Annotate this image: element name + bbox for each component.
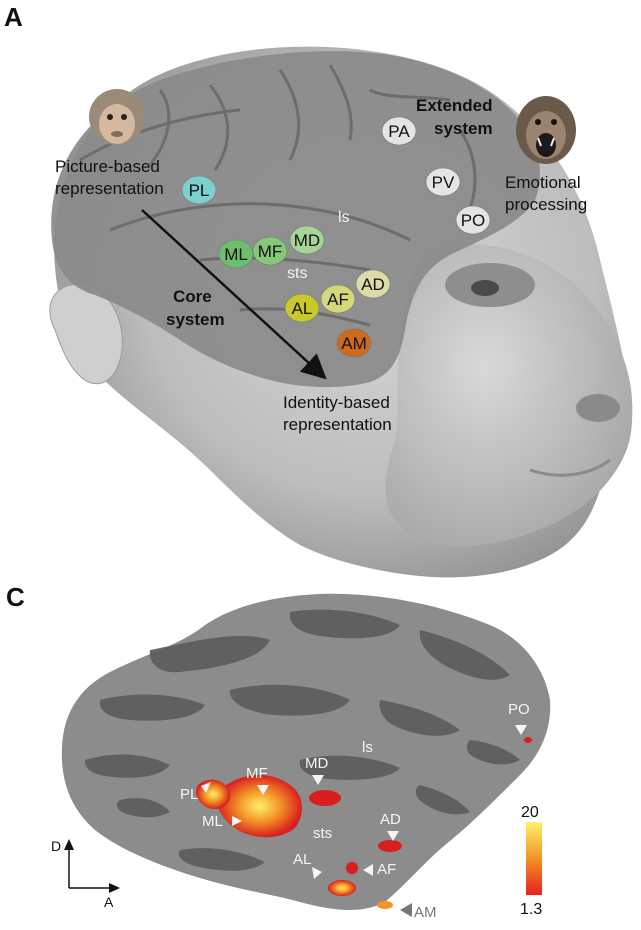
- panel-c: C: [6, 582, 551, 921]
- patch-po: PO: [455, 205, 491, 235]
- patch-am: AM: [336, 328, 372, 358]
- patch-al: AL: [284, 293, 320, 323]
- monkey-ear: [49, 283, 123, 385]
- panel-a-letter: A: [4, 2, 23, 32]
- patch-ad-label: AD: [361, 275, 385, 294]
- panel-c-letter: C: [6, 582, 25, 612]
- mouth: [529, 458, 611, 477]
- patch-af-ellipse: [320, 284, 356, 314]
- picture-based-label-line2: representation: [55, 179, 164, 198]
- label-al: AL: [293, 851, 311, 868]
- picture-based-label-line1: Picture-based: [55, 157, 160, 176]
- colorbar-min-label: 1.3: [520, 901, 542, 918]
- label-am-arrow: [400, 903, 412, 917]
- extended-system-label-line2: system: [434, 119, 493, 138]
- patch-af-label: AF: [327, 290, 349, 309]
- cortex-sulci: [84, 609, 520, 871]
- cortex-labels: PO ls MF MD PL ML sts AD AL AF: [180, 701, 530, 879]
- axis-d-label: D: [51, 838, 61, 854]
- eye: [471, 280, 499, 296]
- emotional-label-line2: processing: [505, 195, 587, 214]
- label-po-arrow: [515, 725, 527, 735]
- activation-al: [328, 880, 356, 896]
- orientation-axes: D A: [51, 838, 120, 910]
- label-ad: AD: [380, 811, 401, 828]
- colorbar-gradient: [526, 822, 542, 895]
- patch-md: MD: [289, 225, 325, 255]
- core-system-label-line1: Core: [173, 287, 212, 306]
- label-sts: sts: [313, 825, 332, 842]
- patch-ml-ellipse: [218, 239, 254, 269]
- label-al-arrow: [312, 867, 322, 879]
- patch-mf-ellipse: [252, 236, 288, 266]
- colorbar-max-label: 20: [521, 804, 539, 821]
- patch-pl-ellipse: [181, 175, 217, 205]
- label-ml-arrow: [232, 816, 242, 826]
- patch-pl-label: PL: [189, 181, 210, 200]
- core-system-label-line2: system: [166, 310, 225, 329]
- label-pl-arrow: [201, 782, 211, 793]
- patch-pv: PV: [425, 167, 461, 197]
- label-af-arrow: [363, 864, 373, 876]
- sulcus-sts-label: sts: [287, 265, 307, 282]
- activation-af: [346, 862, 358, 874]
- monkey-face: [385, 244, 633, 547]
- patch-pv-label: PV: [432, 173, 455, 192]
- patch-mf: MF: [252, 236, 288, 266]
- nose: [576, 394, 620, 422]
- identity-based-label-line2: representation: [283, 415, 392, 434]
- patch-mf-label: MF: [258, 242, 283, 261]
- colorbar: 20 1.3: [520, 804, 542, 918]
- extended-system-label-line1: Extended: [416, 96, 493, 115]
- face-patches: PL ML MF MD AL AF AD AM PA PV PO: [181, 116, 491, 358]
- patch-po-label: PO: [461, 211, 486, 230]
- label-mf-arrow: [257, 785, 269, 795]
- label-mf: MF: [246, 765, 268, 782]
- emotional-monkey-icon: [516, 96, 576, 164]
- label-ls: ls: [362, 739, 373, 756]
- axis-a-label: A: [104, 894, 114, 910]
- patch-ad-ellipse: [355, 269, 391, 299]
- core-arrow: [141, 209, 327, 380]
- neutral-monkey-icon: [89, 89, 145, 145]
- label-md-arrow: [312, 775, 324, 785]
- emotional-label-line1: Emotional: [505, 173, 581, 192]
- patch-pa: PA: [381, 116, 417, 146]
- patch-pl: PL: [181, 175, 217, 205]
- patch-pa-ellipse: [381, 116, 417, 146]
- label-po: PO: [508, 701, 530, 718]
- patch-pv-ellipse: [425, 167, 461, 197]
- patch-af: AF: [320, 284, 356, 314]
- identity-based-label-line1: Identity-based: [283, 393, 390, 412]
- label-am: AM: [414, 904, 437, 921]
- patch-md-label: MD: [294, 231, 320, 250]
- patch-ad: AD: [355, 269, 391, 299]
- patch-po-ellipse: [455, 205, 491, 235]
- activation-am: [377, 901, 393, 909]
- patch-ml-label: ML: [224, 245, 248, 264]
- sulcus-ls-label: ls: [338, 209, 350, 226]
- patch-am-label: AM: [341, 334, 367, 353]
- label-md: MD: [305, 755, 328, 772]
- label-pl: PL: [180, 786, 198, 803]
- patch-md-ellipse: [289, 225, 325, 255]
- panel-a: A: [4, 2, 633, 578]
- activation-ad: [378, 840, 402, 852]
- activation-md: [309, 790, 341, 806]
- label-ml: ML: [202, 813, 223, 830]
- label-af: AF: [377, 861, 396, 878]
- patch-al-label: AL: [292, 299, 313, 318]
- label-ad-arrow: [387, 831, 399, 841]
- activation-po: [524, 737, 532, 743]
- brain-overlay: [51, 51, 540, 388]
- inflated-cortex: [61, 593, 551, 910]
- patch-pa-label: PA: [388, 122, 410, 141]
- patch-al-ellipse: [284, 293, 320, 323]
- patch-ml: ML: [218, 239, 254, 269]
- patch-am-ellipse: [336, 328, 372, 358]
